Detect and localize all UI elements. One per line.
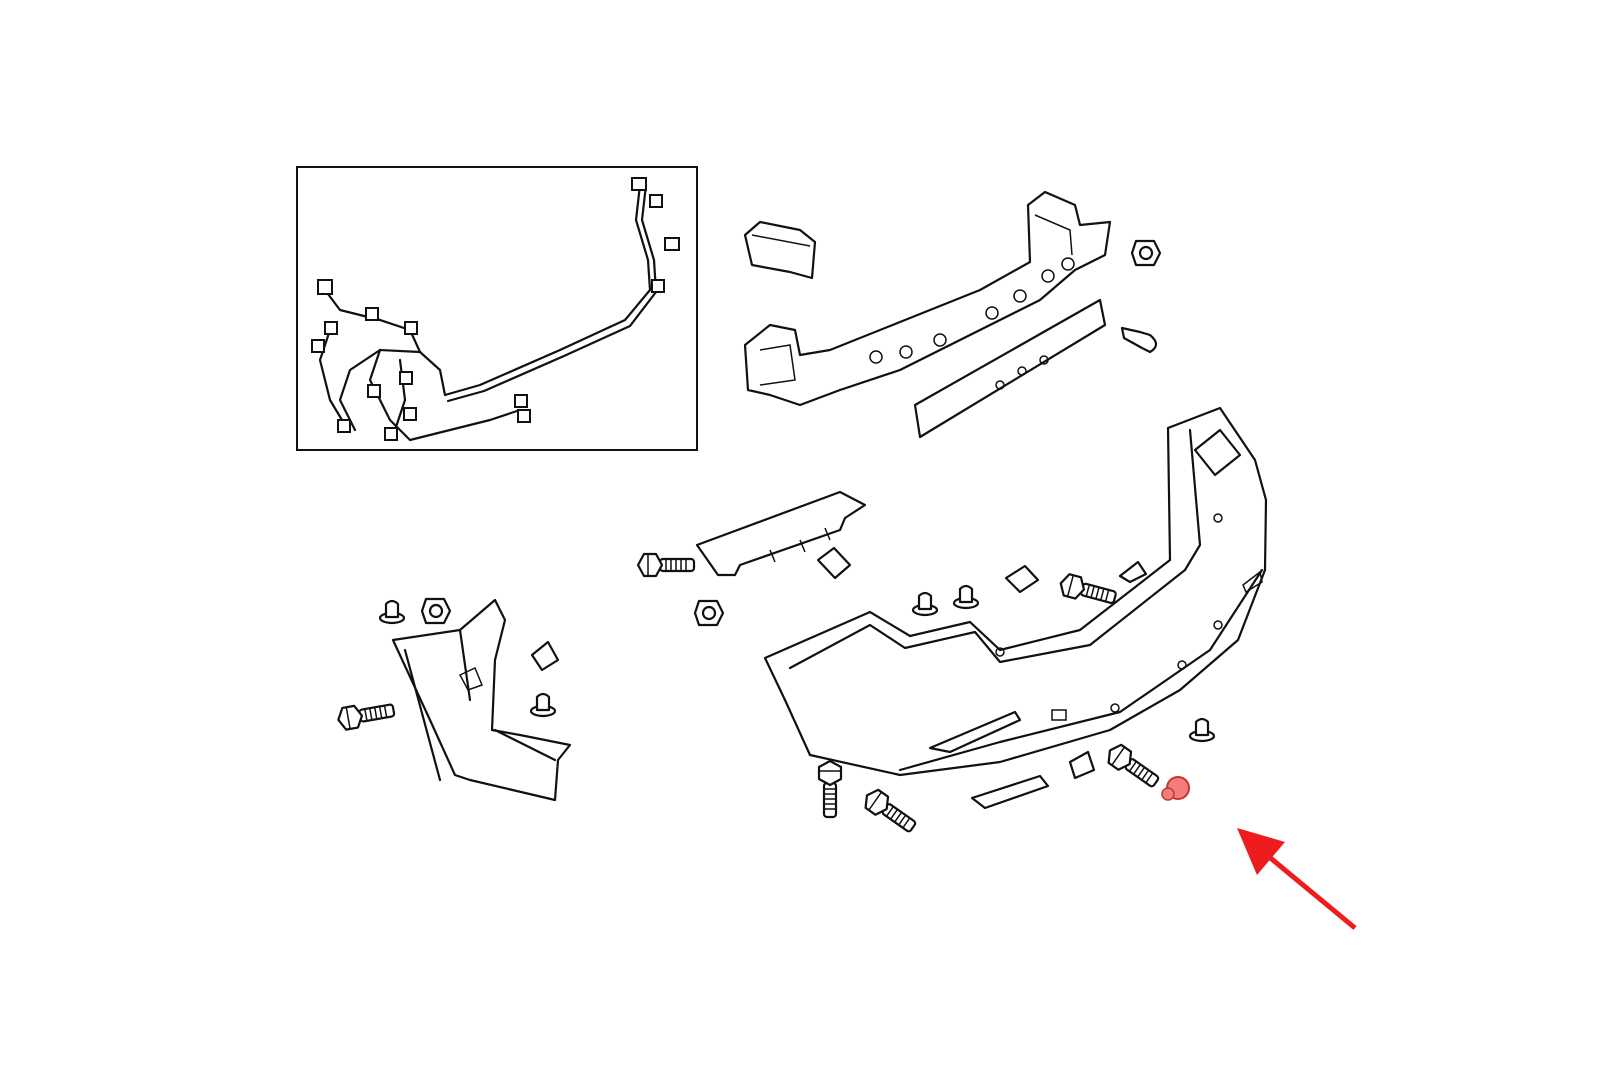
push-clip (952, 584, 980, 610)
energy-absorber (913, 298, 1107, 439)
bumper-bracket (743, 220, 817, 280)
side-bracket (391, 598, 572, 802)
bolt (1056, 571, 1119, 610)
bolt (636, 552, 696, 578)
bolt (1102, 740, 1164, 793)
highlighted-clip (1161, 776, 1190, 801)
nut (1130, 239, 1162, 267)
clip (1068, 750, 1096, 780)
push-clip (1188, 717, 1216, 743)
clip (816, 546, 852, 580)
clip (1118, 560, 1148, 584)
clip (530, 640, 560, 672)
clip (970, 774, 1050, 810)
bumper-cover (763, 406, 1268, 777)
nut (420, 597, 452, 625)
bolt (859, 785, 921, 838)
reinforcement-beam (743, 190, 1112, 407)
bolt (335, 698, 397, 732)
bolt (817, 759, 843, 819)
push-clip (529, 692, 557, 718)
clip (1004, 564, 1040, 594)
push-clip (378, 599, 406, 625)
wiring-harness-inset (296, 166, 698, 451)
pointer-arrow-icon (1237, 828, 1357, 930)
nut (693, 599, 725, 627)
push-clip (911, 591, 939, 617)
push-clip (1120, 326, 1158, 354)
upper-retainer (695, 490, 867, 577)
